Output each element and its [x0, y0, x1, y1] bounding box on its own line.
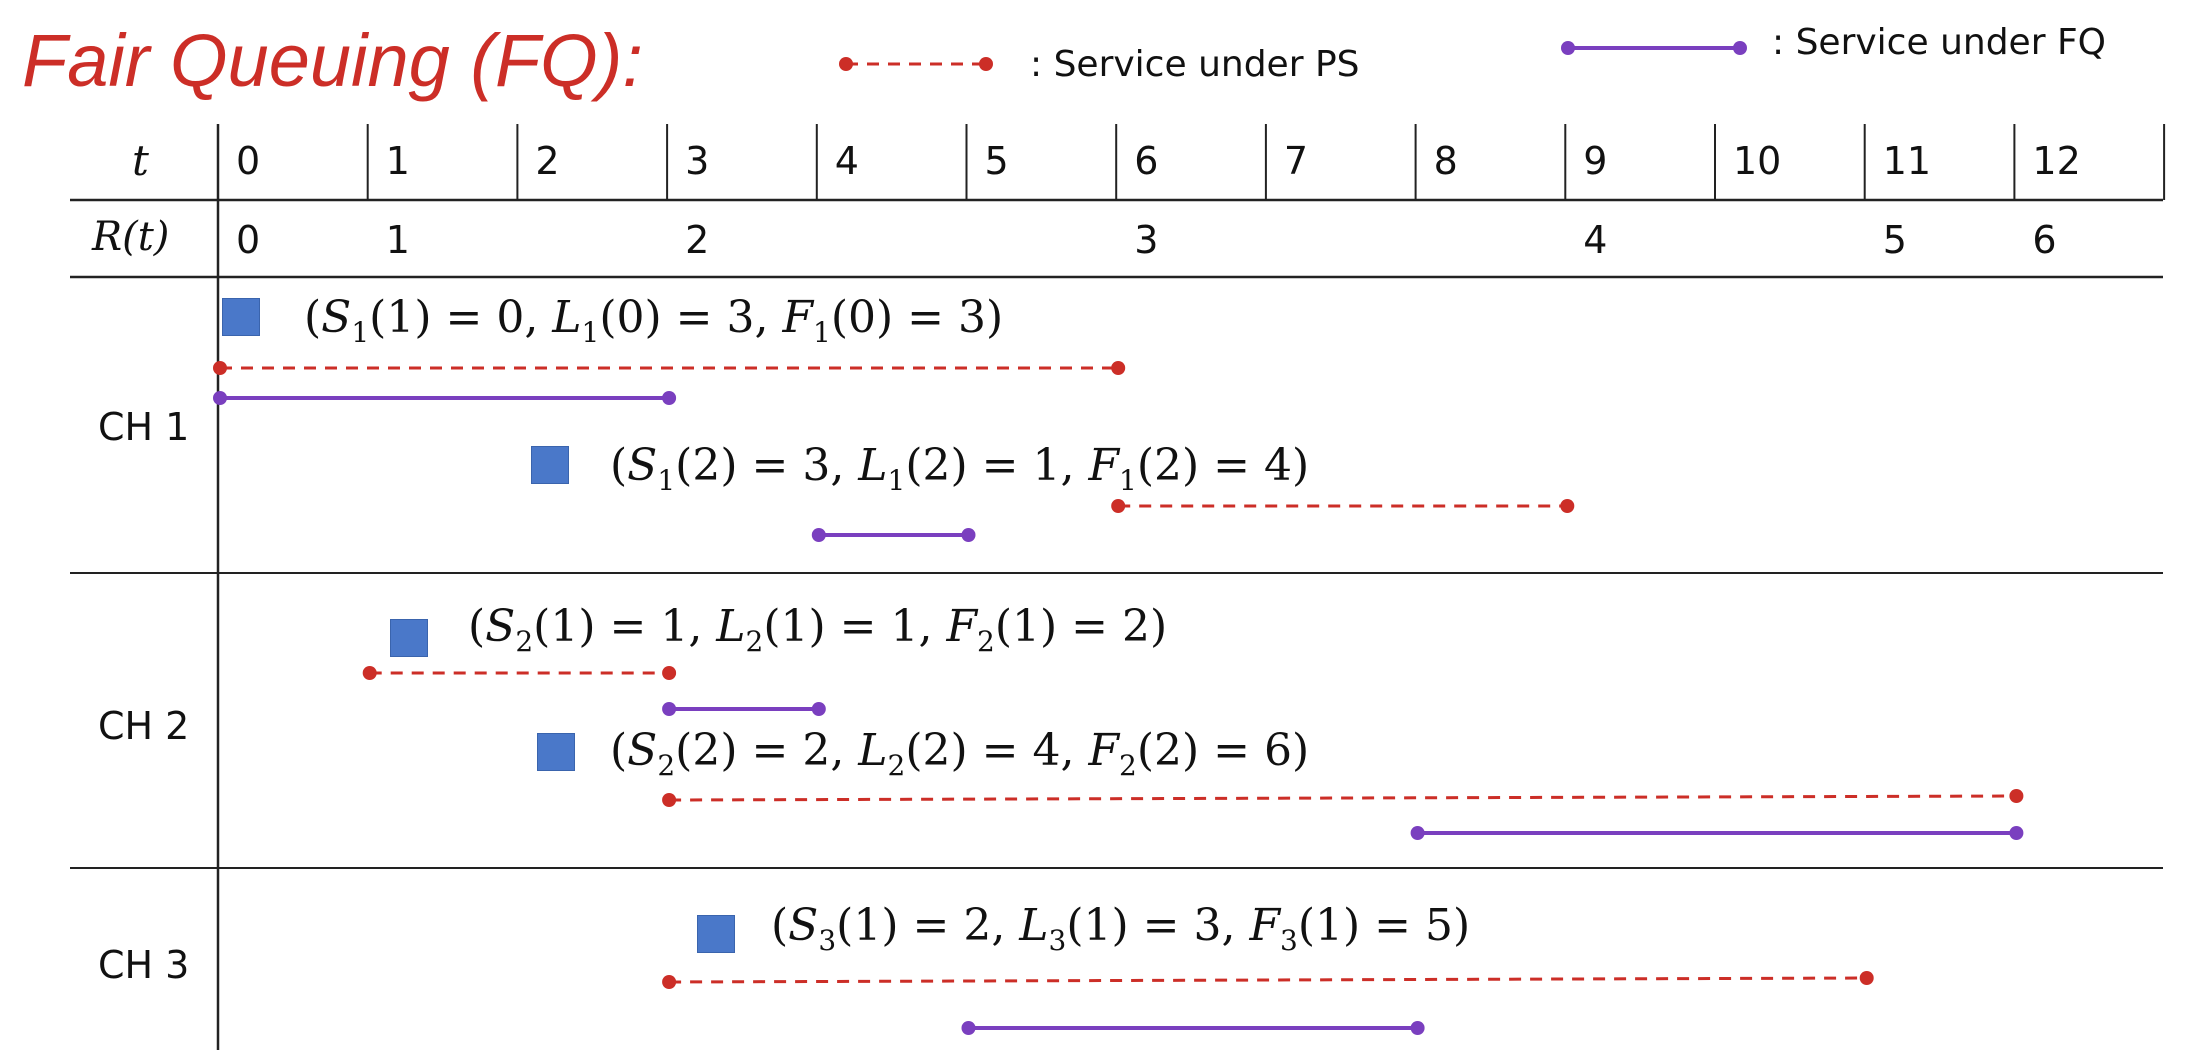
- row-header-t: t: [132, 136, 149, 185]
- ps-service-ch3-pkt1-start-dot: [662, 975, 677, 989]
- t-tick-label: 0: [236, 139, 261, 183]
- packet-square: [537, 733, 575, 771]
- t-tick-label: 12: [2032, 139, 2081, 183]
- fq-service-ch2-pkt1-end-dot: [811, 702, 826, 716]
- legend-fq-label: : Service under FQ: [1772, 22, 2106, 63]
- t-tick-label: 5: [984, 139, 1009, 183]
- r-value-label: 5: [1882, 218, 1907, 262]
- ps-service-ch2-pkt1-start-dot: [362, 666, 377, 680]
- ps-service-ch1-pkt2-start-dot: [1111, 499, 1126, 513]
- t-tick-label: 9: [1583, 139, 1608, 183]
- legend-fq-line-end-dot: [1733, 41, 1747, 55]
- fq-service-ch2-pkt2-start-dot: [1410, 826, 1425, 840]
- legend-ps-line-start-dot: [839, 57, 853, 71]
- packet-annotation: (S2(1) = 1, L2(1) = 1, F2(1) = 2): [468, 601, 1168, 658]
- packet-annotation: (S1(2) = 3, L1(2) = 1, F1(2) = 4): [610, 440, 1310, 497]
- ps-service-ch1-pkt1-start-dot: [213, 361, 227, 375]
- fq-service-ch3-pkt1-start-dot: [961, 1021, 976, 1035]
- t-tick-label: 3: [685, 139, 710, 183]
- ps-service-ch2-pkt2-end-dot: [2009, 789, 2024, 803]
- fq-service-ch2-pkt2-end-dot: [2009, 826, 2024, 840]
- fq-service-ch1-pkt1-start-dot: [213, 391, 227, 405]
- legend-ps-label: : Service under PS: [1030, 44, 1360, 85]
- t-tick-label: 2: [535, 139, 560, 183]
- t-tick-label: 6: [1134, 139, 1159, 183]
- ps-service-ch3-pkt1: [669, 976, 1867, 984]
- r-value-label: 4: [1583, 218, 1608, 262]
- ps-service-ch3-pkt1-end-dot: [1859, 971, 1874, 985]
- fq-service-ch2-pkt1-start-dot: [662, 702, 677, 716]
- ps-service-ch2-pkt2-start-dot: [662, 793, 677, 807]
- t-tick-label: 1: [385, 139, 410, 183]
- t-tick-label: 4: [834, 139, 859, 183]
- t-tick-label: 11: [1882, 139, 1932, 183]
- r-value-label: 6: [2032, 218, 2057, 262]
- fq-service-ch3-pkt1-end-dot: [1410, 1021, 1425, 1035]
- packet-square: [390, 619, 428, 657]
- packet-square: [222, 298, 260, 336]
- r-value-label: 2: [685, 218, 710, 262]
- row-header-r: R(t): [92, 214, 170, 260]
- packet-square: [697, 915, 735, 953]
- legend-ps-line-end-dot: [979, 57, 993, 71]
- t-tick-label: 8: [1433, 139, 1458, 183]
- ps-service-ch1-pkt1-end-dot: [1111, 361, 1126, 375]
- diagram-title: Fair Queuing (FQ):: [22, 19, 643, 102]
- t-tick-label: 10: [1733, 139, 1782, 183]
- legend-fq-line-start-dot: [1561, 41, 1575, 55]
- r-value-label: 3: [1134, 218, 1159, 262]
- fq-service-ch1-pkt2-start-dot: [811, 528, 826, 542]
- r-value-label: 1: [385, 218, 410, 262]
- packet-square: [531, 446, 569, 484]
- fq-service-ch1-pkt1-end-dot: [662, 391, 677, 405]
- r-value-label: 0: [236, 218, 261, 262]
- fq-service-ch1-pkt2-end-dot: [961, 528, 976, 542]
- ps-service-ch2-pkt2: [669, 794, 2017, 802]
- channel-label: CH 1: [98, 405, 190, 449]
- packet-annotation: (S1(1) = 0, L1(0) = 3, F1(0) = 3): [304, 292, 1004, 349]
- ps-service-ch2-pkt1-end-dot: [662, 666, 677, 680]
- packet-annotation: (S3(1) = 2, L3(1) = 3, F3(1) = 5): [771, 900, 1471, 957]
- t-tick-label: 7: [1283, 139, 1309, 183]
- channel-label: CH 3: [98, 943, 190, 987]
- channel-label: CH 2: [98, 704, 190, 748]
- packet-annotation: (S2(2) = 2, L2(2) = 4, F2(2) = 6): [610, 725, 1310, 782]
- ps-service-ch1-pkt2-end-dot: [1560, 499, 1575, 513]
